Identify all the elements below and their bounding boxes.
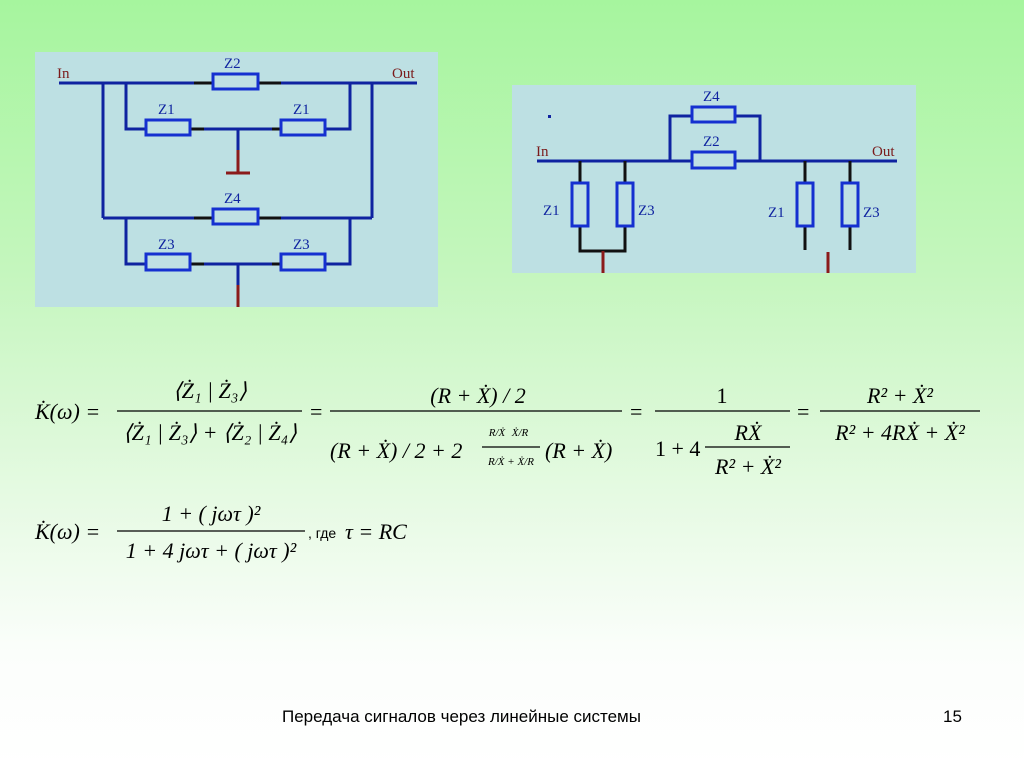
z1-label: Z1 — [768, 205, 785, 221]
inner-fraction-denominator: R² + Ẋ² — [714, 454, 781, 479]
z3-label: Z3 — [863, 205, 880, 221]
fraction4-denominator: R² + 4RẊ + Ẋ² — [834, 420, 965, 445]
equals-sign: = — [797, 399, 809, 424]
in-label: In — [536, 144, 549, 160]
fraction2-numerator: (R + Ẋ) / 2 — [430, 383, 526, 408]
z3-label: Z3 — [638, 203, 655, 219]
circuit-right: In Out Z4 Z2 Z1 Z3 Z1 Z3 — [512, 85, 916, 273]
equals-sign: = — [310, 399, 322, 424]
fraction-denominator: 1 + 4 jωτ + ( jωτ )² — [126, 538, 297, 563]
in-label: In — [57, 66, 70, 82]
z2-label: Z2 — [703, 134, 720, 150]
slide-page-number: 15 — [943, 707, 962, 726]
resistor-z3-left — [615, 181, 635, 228]
z1-label: Z1 — [543, 203, 560, 219]
slide-footer-title: Передача сигналов через линейные системы — [282, 707, 641, 726]
inner-fraction-numerator: RẊ — [734, 420, 763, 445]
small-fraction-term: Ẋ/R — [511, 427, 529, 439]
resistor-z3-right — [279, 252, 327, 272]
small-fraction-term: R/Ẋ — [488, 427, 507, 439]
z1-label: Z1 — [158, 102, 175, 118]
tau-definition: τ = RC — [345, 519, 407, 544]
z2-label: Z2 — [224, 56, 241, 72]
fraction4-numerator: R² + Ẋ² — [866, 383, 933, 408]
resistor-z1-left — [570, 181, 590, 228]
fraction2-denominator-part: (R + Ẋ) / 2 + 2 — [330, 438, 462, 463]
small-fraction-term: R/Ẋ + Ẋ/R — [487, 456, 534, 468]
resistor-z1-left — [144, 118, 192, 137]
fraction1-denominator: ⟨Ż₁ | Ż₃⟩ + ⟨Ż₂ | Ż₄⟩ — [123, 420, 297, 445]
z3-label: Z3 — [293, 237, 310, 253]
where-text: , где — [308, 525, 336, 541]
resistor-z2 — [690, 150, 737, 170]
out-label: Out — [392, 66, 415, 82]
resistor-z2 — [211, 72, 260, 91]
z3-label: Z3 — [158, 237, 175, 253]
z4-label: Z4 — [703, 89, 720, 105]
resistor-z1-right — [279, 118, 327, 137]
fraction3-numerator: 1 — [717, 383, 728, 408]
formula-lhs: K̇(ω) = — [34, 519, 100, 544]
out-label: Out — [872, 144, 895, 160]
fraction3-denominator-part: 1 + 4 — [655, 436, 700, 461]
resistor-z3-left — [144, 252, 192, 272]
formula-lhs: K̇(ω) = — [34, 399, 100, 424]
resistor-z4 — [690, 105, 737, 124]
fraction2-denominator-part: (R + Ẋ) — [545, 438, 612, 463]
z1-label: Z1 — [293, 102, 310, 118]
resistor-z4 — [211, 207, 260, 226]
resistor-z1-right — [795, 181, 815, 228]
fraction-numerator: 1 + ( jωτ )² — [162, 501, 261, 526]
resistor-z3-right — [840, 181, 860, 228]
fraction1-numerator: ⟨Ż₁ | Ż₃⟩ — [173, 378, 247, 403]
equals-sign: = — [630, 399, 642, 424]
formula-frequency-response: K̇(ω) = 1 + ( jωτ )² 1 + 4 jωτ + ( jωτ )… — [34, 501, 407, 563]
circuit-left: In Out Z2 Z1 Z1 Z4 Z3 Z3 — [35, 52, 438, 307]
z4-label: Z4 — [224, 191, 241, 207]
formula-transfer-function: K̇(ω) = ⟨Ż₁ | Ż₃⟩ ⟨Ż₁ | Ż₃⟩ + ⟨Ż₂ | Ż₄⟩ … — [34, 378, 980, 479]
